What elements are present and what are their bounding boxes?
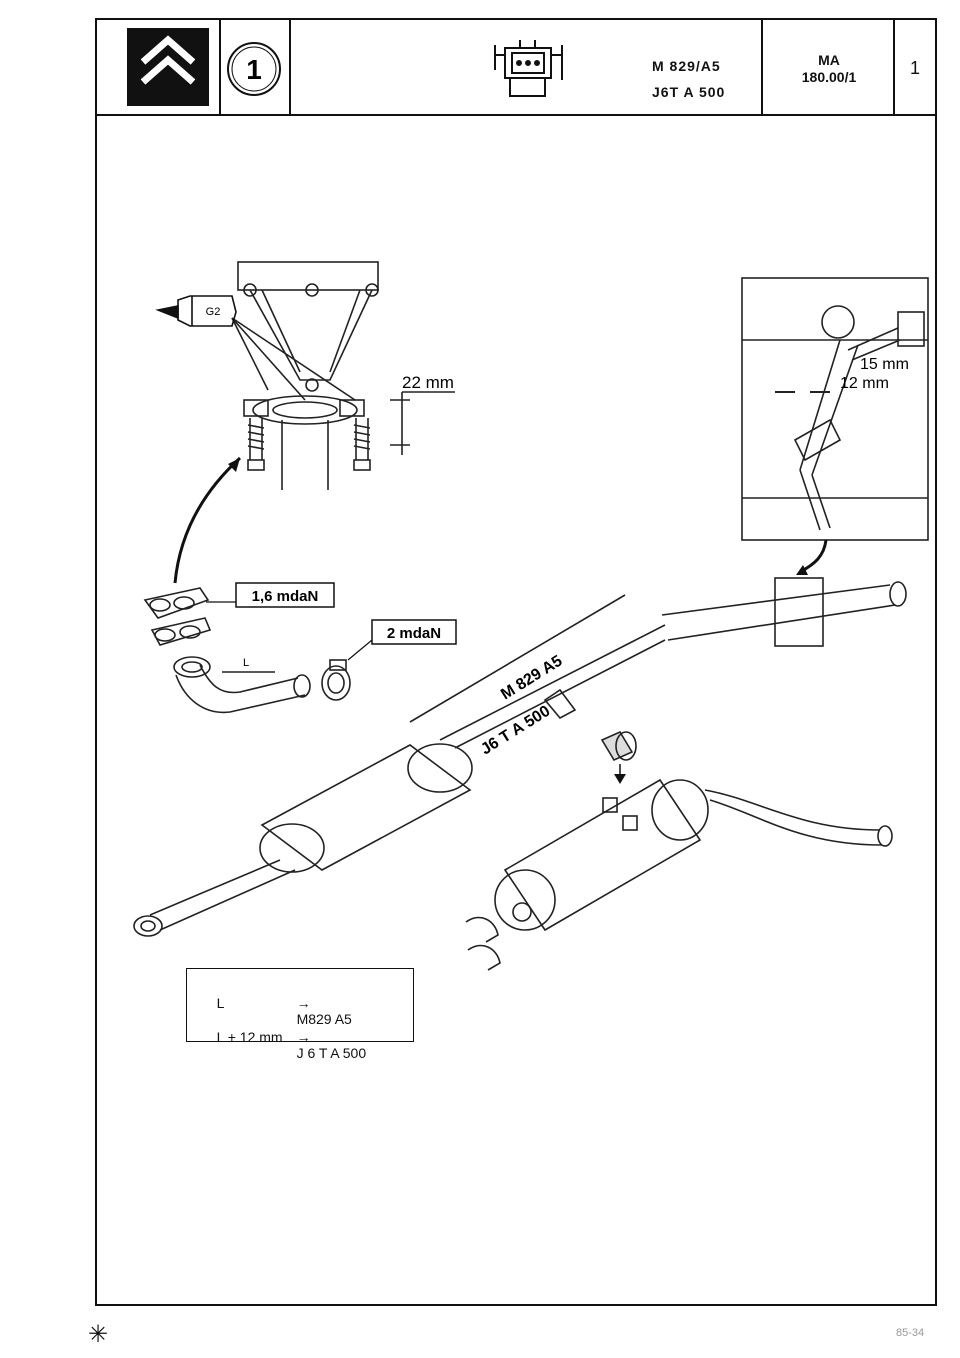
part-number-badge: 1 [227,42,281,96]
revision-asterisk-icon: ✳ [88,1321,109,1348]
length-legend: L → M829 A5 L + 12 mm → J 6 T A 500 [186,968,414,1061]
ref-line-1: MA [818,52,840,68]
rubber-mount-icon [600,730,637,780]
legend-row1-right: M829 A5 [296,1011,352,1027]
small-clamps [465,916,501,971]
page-number: 1 [910,58,921,78]
legend-row1-left: L [216,995,225,1011]
legend-row2-left: L + 12 mm [216,1029,283,1045]
manifold-assembly [231,261,455,490]
ref-cell [763,20,895,114]
clamp-detail-inset [741,277,929,541]
sealant-tube-icon [155,295,237,327]
downpipe [173,656,311,714]
ref-line-2: 180.00/1 [801,69,857,85]
rear-silencer [494,778,893,932]
footer-code: 85-34 [896,1327,925,1339]
length-marker: L [243,657,249,669]
legend-arrow-1: → [296,995,311,1011]
torque-box-manifold [235,582,335,608]
sealant-label: G2 [206,306,221,318]
brand-logo-icon [127,28,209,106]
engine-icon [494,40,563,97]
spring-height-dimension: 22 mm [402,373,454,392]
header-strip [95,18,937,116]
flange-gasket [143,587,212,646]
pipe-clamp [321,659,351,701]
clamp-offset-a: 15 mm [860,356,909,373]
part-number: 1 [246,54,262,85]
part-cell [221,20,291,114]
clamp-offset-b: 12 mm [840,375,889,392]
reference-block: MA 180.00/1 [763,52,895,86]
torque-clamp: 2 mdaN [387,625,441,642]
model-code-2: J6T A 500 [652,84,726,100]
legend-arrow-2: → [296,1029,311,1045]
torque-box-clamp [371,619,457,645]
legend-row2-right: J 6 T A 500 [296,1045,367,1061]
model-cell [291,20,763,114]
model-code-1: M 829/A5 [652,58,721,74]
brand-cell [97,20,221,114]
torque-manifold: 1,6 mdaN [252,588,319,605]
front-silencer [133,577,907,937]
detail-arrow [173,456,242,584]
